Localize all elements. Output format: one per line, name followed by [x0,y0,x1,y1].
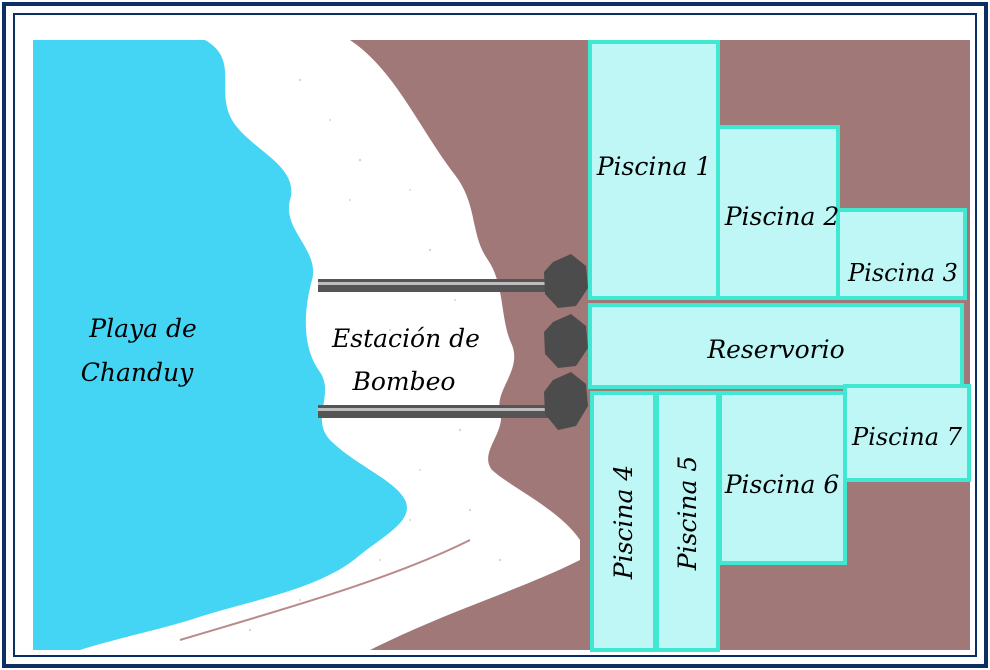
pool-2 [716,125,840,300]
pipe-lower [318,405,556,418]
pool-1 [588,40,720,300]
pool-6-label: Piscina 6 [724,470,840,499]
pool-6 [718,391,847,565]
pump-top [544,254,588,308]
beach-label-line1: Playa de [88,314,197,343]
pools [588,40,971,652]
land-streak [179,539,471,641]
pool-3 [836,208,967,300]
inner-frame [13,13,977,657]
sand-texture [248,78,502,632]
station-label-line1: Estación de [331,324,480,353]
pool-5-label: Piscina 5 [673,456,702,572]
pool-2-label: Piscina 2 [724,202,840,231]
sea-area [33,40,407,650]
pump-bottom [544,372,588,430]
pool-7-label: Piscina 7 [851,423,963,451]
beach-label-line2: Chanduy [81,358,194,387]
pool-4-label: Piscina 4 [609,465,638,581]
pool-5 [655,391,720,652]
reservoir [588,303,964,389]
pool-4 [590,391,657,652]
pool-3-label: Piscina 3 [847,259,958,287]
pipe-upper-highlight [318,282,556,285]
pool-1-label: Piscina 1 [596,152,712,181]
pipe-lower-highlight [318,408,556,411]
pool-7 [843,384,971,482]
pipe-upper [318,279,556,292]
station-label-line2: Bombeo [352,367,456,396]
reservoir-label: Reservorio [706,335,844,364]
pump-middle [544,314,588,368]
